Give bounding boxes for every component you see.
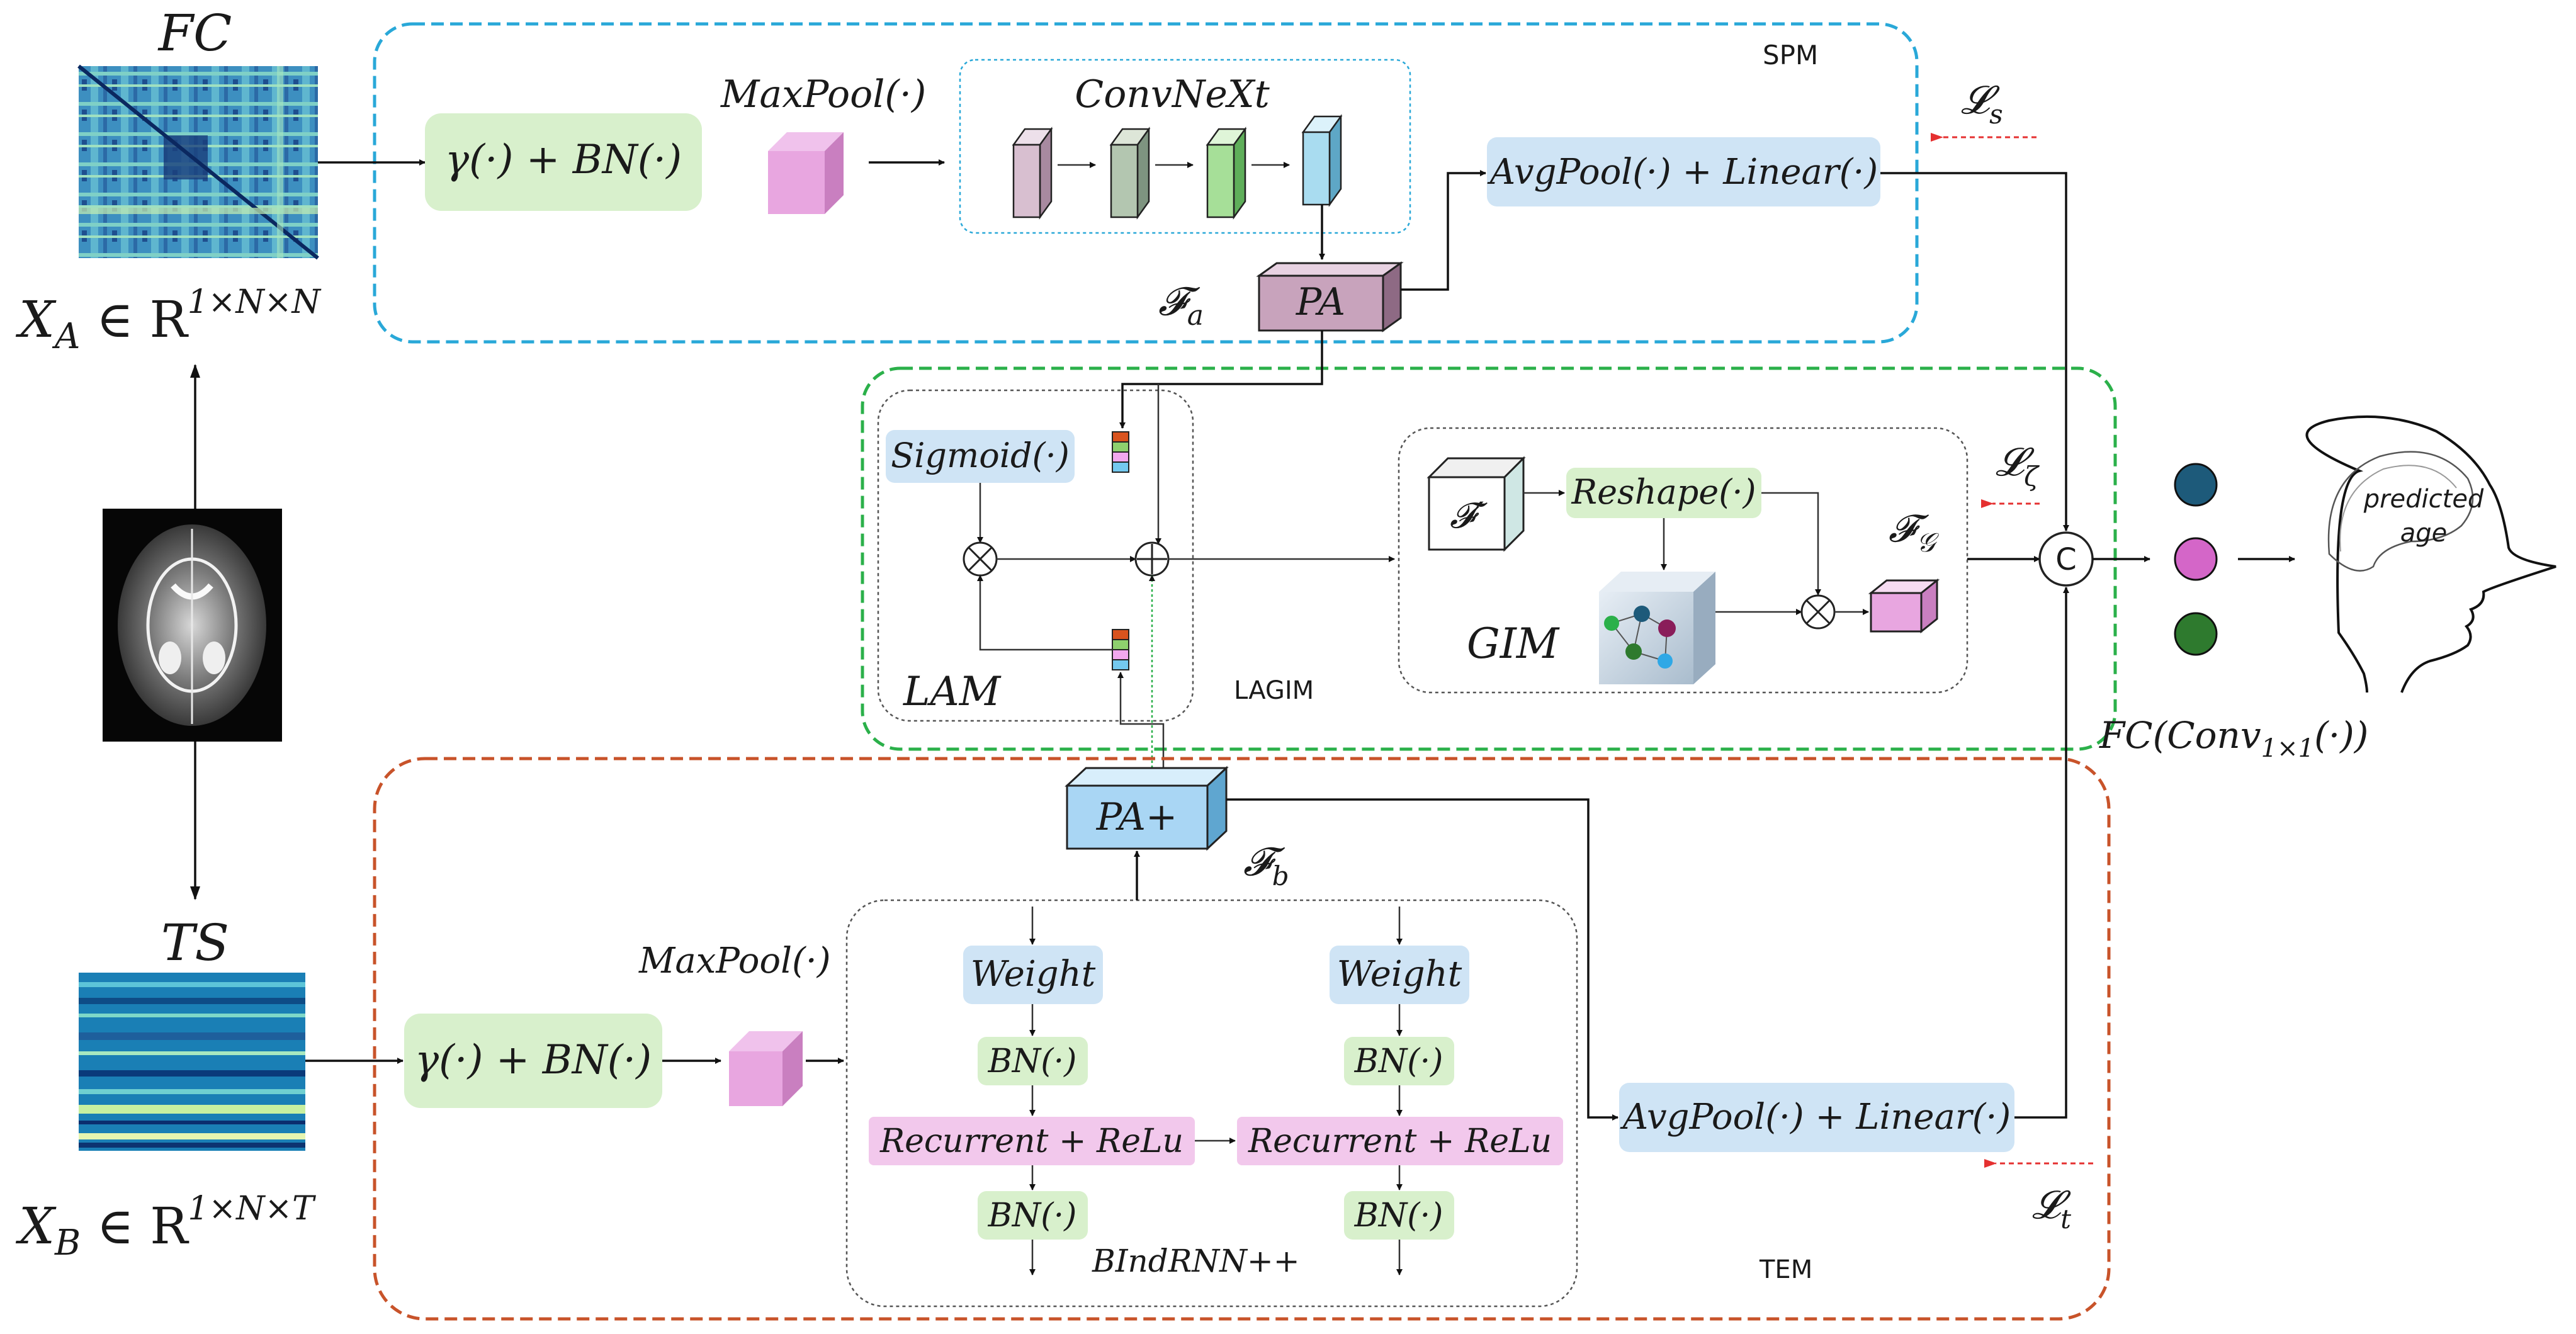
mri-image [103, 509, 282, 742]
tem-to-concat-line [2014, 587, 2069, 1119]
reshape-box [1566, 468, 1761, 518]
predicted-label: predicted [2363, 485, 2484, 514]
tem-maxpool-label: MaxPool(·) [638, 941, 831, 981]
convnext-block-1 [1012, 127, 1053, 220]
tem-gamma-bn-box [404, 1014, 662, 1108]
col2-recurrent-box [1237, 1117, 1563, 1165]
loss-zeta-label: 𝓛ζ [1996, 439, 2040, 492]
sigmoid-label: Sigmoid(·) [891, 436, 1070, 475]
pa-label: PA [1296, 280, 1345, 324]
head-icon [2305, 415, 2556, 693]
age-label: age [2400, 519, 2448, 548]
col1-recurrent-label: Recurrent + ReLu [879, 1122, 1183, 1160]
spm-avgpool-linear-box [1487, 137, 1880, 206]
spm-gamma-bn-box [425, 113, 702, 211]
col1-recurrent-box [869, 1117, 1195, 1165]
ts-matrix-image [79, 973, 305, 1151]
spm-to-concat-line [1880, 172, 2069, 531]
spm-avgpool-linear-label: AvgPool(·) + Linear(·) [1487, 152, 1878, 193]
lam-vector-bottom [1112, 629, 1129, 670]
spm-module-label: SPM [1763, 40, 1818, 71]
output-dot-pink [2174, 537, 2218, 581]
fc-conv-label: FC(Conv1×1(·)) [2099, 714, 2368, 763]
gim-dotted-box [1398, 427, 1969, 694]
col2-weight-label: Weight [1337, 954, 1462, 995]
reshape-label: Reshape(·) [1571, 472, 1756, 512]
lam-label: LAM [903, 669, 1002, 715]
pa-plus-block [1065, 766, 1229, 851]
lam-vector-top [1112, 431, 1129, 473]
col2-bn1-box [1344, 1037, 1454, 1085]
spm-maxpool-cube [768, 132, 844, 214]
col2-recurrent-label: Recurrent + ReLu [1248, 1122, 1552, 1160]
fg-cube [1868, 578, 1940, 634]
xb-label: XB ∈ R1×N×T [15, 1190, 316, 1263]
sigmoid-box [886, 430, 1075, 483]
lam-dotted-box [877, 389, 1194, 722]
add-op-lam [1134, 541, 1170, 577]
pa-plus-label: PA+ [1096, 795, 1177, 839]
tem-maxpool-cube [729, 1031, 803, 1106]
spm-gamma-bn-label: γ(·) + BN(·) [445, 137, 682, 183]
col2-bn2-box [1344, 1191, 1454, 1240]
gim-label: GIM [1467, 619, 1560, 668]
fa-label: 𝓕a [1158, 278, 1204, 332]
col2-bn2-label: BN(·) [1354, 1197, 1443, 1235]
tem-module-label: TEM [1759, 1255, 1812, 1284]
spm-maxpool-label: MaxPool(·) [720, 72, 926, 116]
fc-title: FC [157, 4, 232, 62]
fb-label: 𝓕b [1243, 839, 1289, 891]
convnext-label: ConvNeXt [1075, 72, 1270, 116]
ts-title: TS [161, 913, 229, 972]
tem-module-border [373, 757, 2111, 1321]
output-dot-blue [2174, 463, 2218, 507]
loss-s-label: 𝓛s [1961, 77, 2003, 130]
col1-bn2-label: BN(·) [988, 1197, 1077, 1235]
col1-weight-box [963, 946, 1103, 1004]
convnext-block-3 [1206, 127, 1247, 220]
vector-to-multiply-line [977, 575, 1112, 651]
multiply-op-gim [1800, 594, 1836, 630]
fprime-cube [1426, 456, 1526, 552]
col1-bn2-box [978, 1191, 1088, 1240]
tem-gamma-bn-label: γ(·) + BN(·) [415, 1037, 652, 1083]
graph-cube-icon [1599, 572, 1715, 684]
col2-bn1-label: BN(·) [1354, 1043, 1443, 1080]
tem-avgpool-linear-box [1619, 1083, 2014, 1152]
output-dot-green [2174, 612, 2218, 656]
concat-label: C [2055, 542, 2077, 577]
col2-weight-box [1330, 946, 1469, 1004]
pa-block [1256, 261, 1404, 332]
multiply-op-lam [963, 541, 998, 577]
convnext-block-4 [1301, 114, 1343, 207]
col1-bn1-label: BN(·) [988, 1043, 1077, 1080]
loss-t-label: 𝓛t [2032, 1182, 2071, 1235]
tem-avgpool-linear-label: AvgPool(·) + Linear(·) [1620, 1097, 2011, 1138]
convnext-block-2 [1109, 127, 1151, 220]
pa-plus-to-lam-vector-line [1117, 672, 1165, 768]
bindrnn-label: BIndRNN++ [1092, 1243, 1300, 1279]
fg-label: 𝓕𝒢 [1889, 507, 1939, 558]
bindrnn-dotted-box [845, 899, 1578, 1308]
reshape-to-multiply-line [1761, 492, 1821, 596]
pa-to-lam-line [1119, 331, 1323, 429]
pa-to-spm-avgpool-arrow [1401, 170, 1486, 291]
lagim-module-label: LAGIM [1234, 676, 1314, 705]
fc-matrix-image [77, 64, 319, 260]
spm-module-border [373, 22, 1919, 344]
col1-bn1-box [978, 1037, 1088, 1085]
convnext-dotted-box [959, 59, 1411, 234]
xa-label: XA ∈ R1×N×N [15, 283, 321, 357]
col1-weight-label: Weight [971, 954, 1096, 995]
pa-plus-to-tem-avgpool-line [1226, 798, 1618, 1121]
fprime-label: 𝓕′ [1450, 495, 1488, 536]
